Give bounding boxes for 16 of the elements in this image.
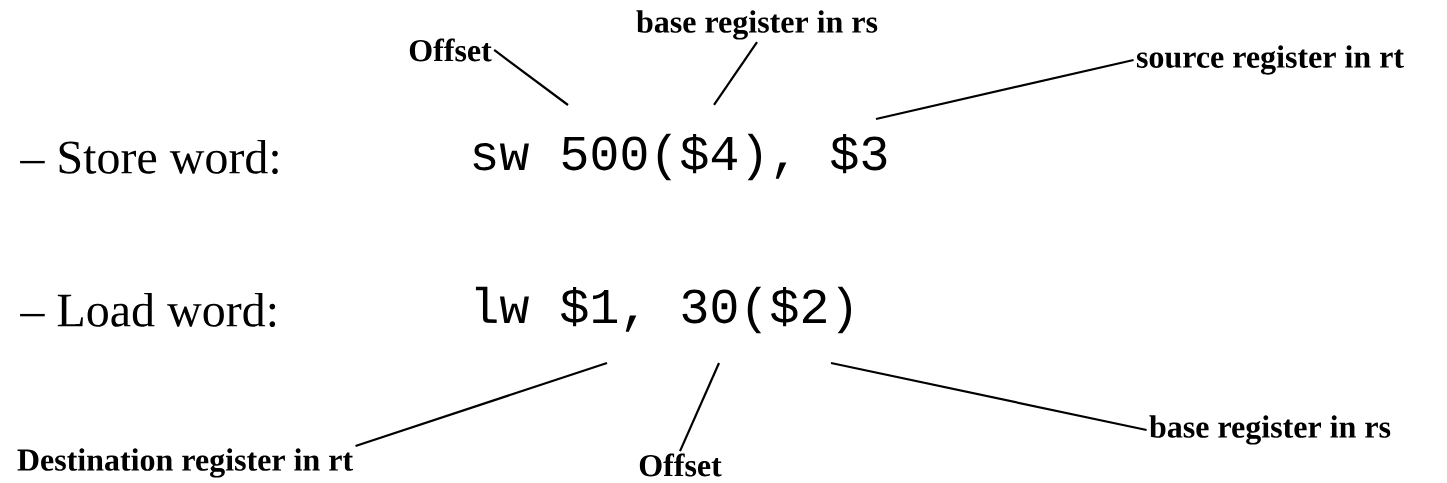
leader-line bbox=[875, 58, 1134, 121]
callout-label: source register in rt bbox=[1136, 45, 1404, 75]
callout-label: Offset bbox=[409, 38, 492, 62]
leader-line bbox=[713, 41, 758, 106]
callout-label: Destination register in rt bbox=[17, 448, 353, 478]
callout-label: base register in rs bbox=[1149, 415, 1391, 445]
leader-line bbox=[493, 49, 569, 106]
leader-line bbox=[355, 361, 608, 447]
code-line: lw $1, 30($2) bbox=[475, 286, 851, 334]
bullet-text: – Store word: bbox=[20, 140, 278, 174]
leader-line bbox=[830, 361, 1147, 432]
leader-line bbox=[679, 362, 720, 452]
callout-label: Offset bbox=[639, 453, 722, 477]
code-line: sw 500($4), $3 bbox=[473, 133, 887, 181]
bullet-text: – Load word: bbox=[20, 293, 276, 327]
callout-label: base register in rs bbox=[636, 10, 878, 40]
